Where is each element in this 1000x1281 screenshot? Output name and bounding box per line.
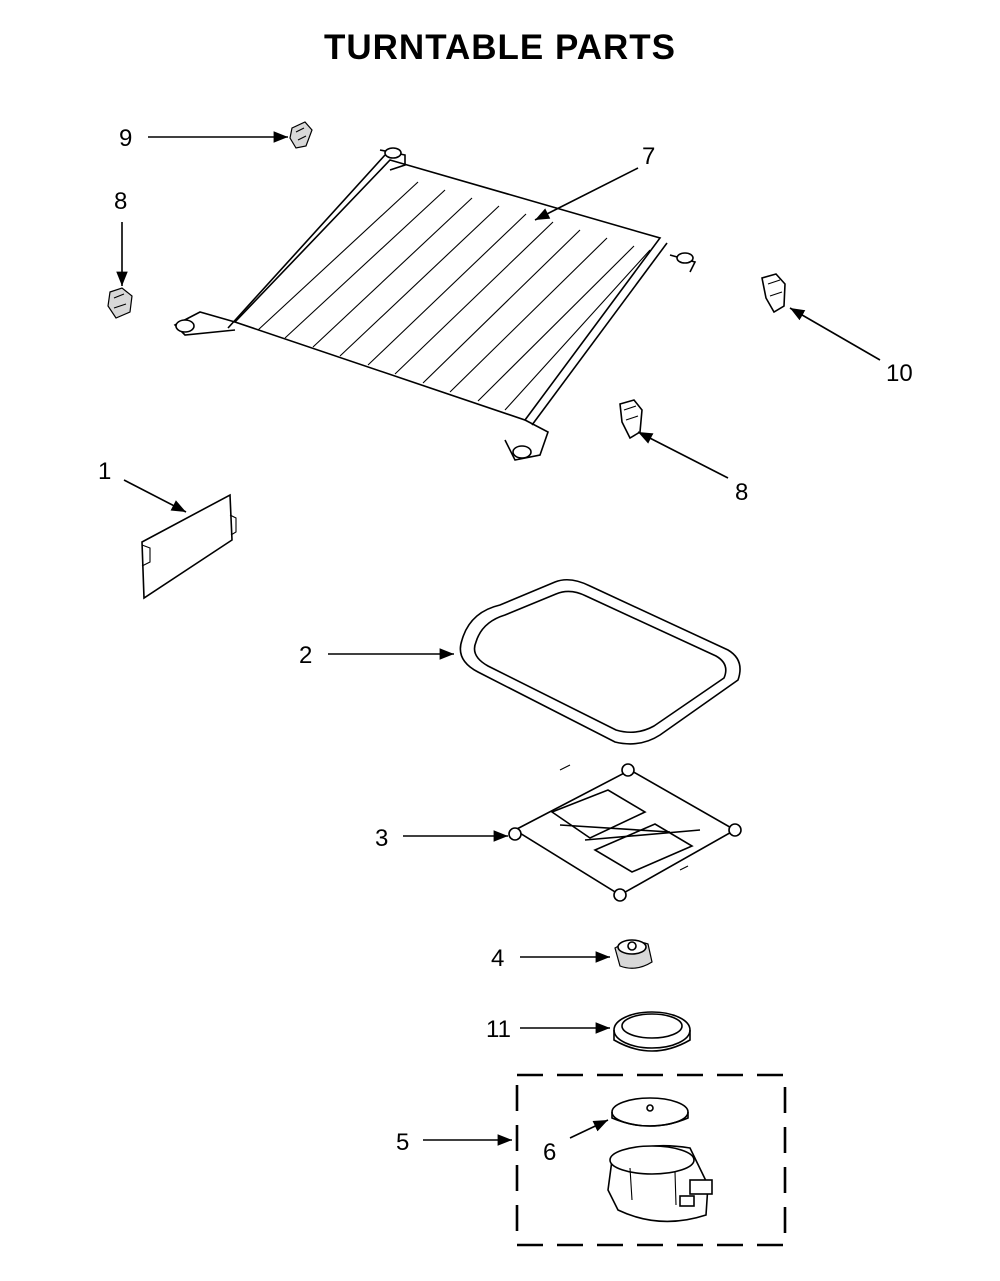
leader-6 bbox=[569, 1119, 609, 1139]
callout-11: 11 bbox=[486, 1016, 511, 1043]
gasket-part-2[interactable] bbox=[459, 578, 741, 745]
callout-9: 9 bbox=[119, 125, 132, 152]
motor-assembly-part-5[interactable] bbox=[515, 1073, 787, 1247]
leader-10 bbox=[789, 307, 881, 361]
coupler-part-4[interactable] bbox=[614, 939, 653, 969]
callout-3: 3 bbox=[375, 825, 388, 852]
turntable-support-part-3[interactable] bbox=[508, 763, 742, 902]
wire-rack-part-7[interactable] bbox=[173, 147, 697, 461]
plate-part-6[interactable] bbox=[611, 1097, 689, 1127]
clip-part-10[interactable] bbox=[761, 273, 786, 314]
page-title: TURNTABLE PARTS bbox=[323, 28, 676, 67]
roller-ring-part-11[interactable] bbox=[613, 1011, 691, 1052]
callout-5: 5 bbox=[396, 1129, 409, 1156]
leader-1 bbox=[123, 479, 187, 513]
leader-7 bbox=[534, 167, 639, 221]
callout-10: 10 bbox=[886, 360, 913, 387]
leader-arrows bbox=[116, 131, 881, 1146]
callout-7: 7 bbox=[642, 143, 655, 170]
callout-4: 4 bbox=[491, 945, 504, 972]
callout-8-left: 8 bbox=[114, 188, 127, 215]
leader-8-center bbox=[637, 431, 729, 479]
clip-part-8-left[interactable] bbox=[107, 287, 133, 319]
callout-1: 1 bbox=[98, 458, 111, 485]
callout-labels: 9 8 7 10 8 1 2 3 4 11 5 6 bbox=[98, 125, 913, 1166]
callout-2: 2 bbox=[299, 642, 312, 669]
panel-part-1[interactable] bbox=[141, 493, 237, 600]
callout-6: 6 bbox=[543, 1139, 556, 1166]
callout-8-center: 8 bbox=[735, 479, 748, 506]
clip-part-9[interactable] bbox=[289, 121, 313, 149]
